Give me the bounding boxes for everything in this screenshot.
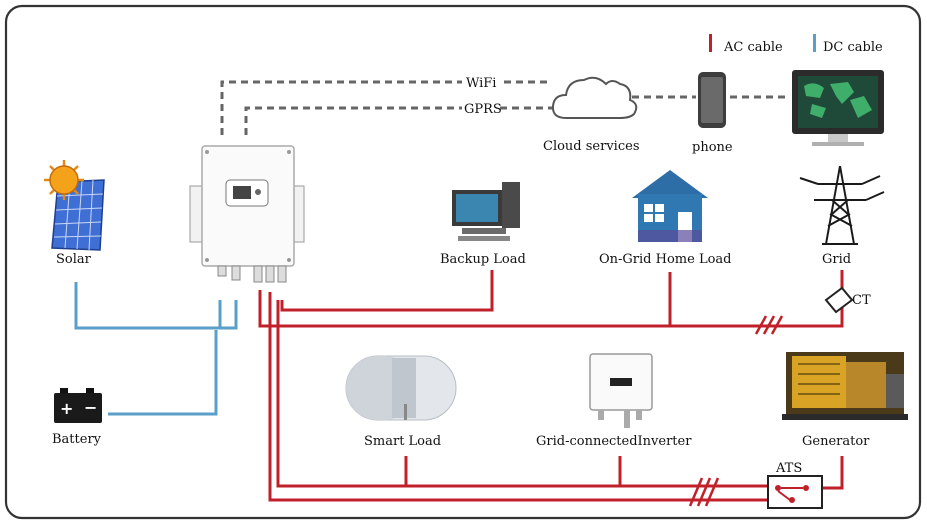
smart-load-label: Smart Load [364,434,441,449]
house-icon [632,170,708,242]
cloud-icon [551,76,638,119]
bottom-ac-cable-2 [276,300,770,488]
power-pylon-icon [799,165,885,245]
monitor-icon [792,70,884,146]
ats-switch-icon [767,475,823,509]
grid-label: Grid [822,252,851,267]
wifi-line [220,80,462,135]
backup-load-label: Backup Load [440,252,526,267]
computer-icon [452,182,520,241]
ac-cables [258,270,844,502]
water-heater-icon [345,355,457,421]
gprs-label: GPRS [464,102,502,117]
cloud-label: Cloud services [543,139,639,154]
generator-icon [782,352,908,420]
gprs-line [244,106,462,135]
ac-legend-label: AC cable [723,40,783,55]
wifi-label: WiFi [466,76,496,91]
dc-legend-swatch [813,34,816,52]
backup-load-ac-cable [280,270,494,312]
svg-text:+: + [60,399,73,418]
generator-label: Generator [802,434,870,449]
solar-dc-cable [74,282,238,330]
on-grid-home-load-label: On-Grid Home Load [599,252,731,267]
hybrid-inverter-icon [189,145,305,283]
phone-label: phone [692,140,733,155]
grid-ac-cable [258,270,844,328]
svg-text:−: − [84,398,97,417]
battery-label: Battery [52,432,102,447]
solar-label: Solar [56,252,92,267]
ct-clamp-icon [824,286,854,314]
phone-icon [698,72,726,128]
diagram-frame [4,4,922,520]
ac-legend-swatch [709,34,712,52]
dc-cables [74,282,238,416]
comm-lines [220,80,790,135]
ct-label: CT [852,293,871,308]
grid-connected-inverter-label: Grid-connectedInverter [536,434,692,449]
generator-ac-cable [822,456,844,490]
ats-label: ATS [775,461,802,476]
grid-inverter-icon [589,353,653,428]
dc-legend-label: DC cable [823,40,883,55]
battery-icon: + − [54,388,102,423]
battery-dc-cable [108,330,218,416]
sun-icon [44,160,84,200]
bottom-ac-cable [268,292,770,502]
cable-break-marks [688,315,784,507]
legend: AC cable DC cable [709,34,883,55]
